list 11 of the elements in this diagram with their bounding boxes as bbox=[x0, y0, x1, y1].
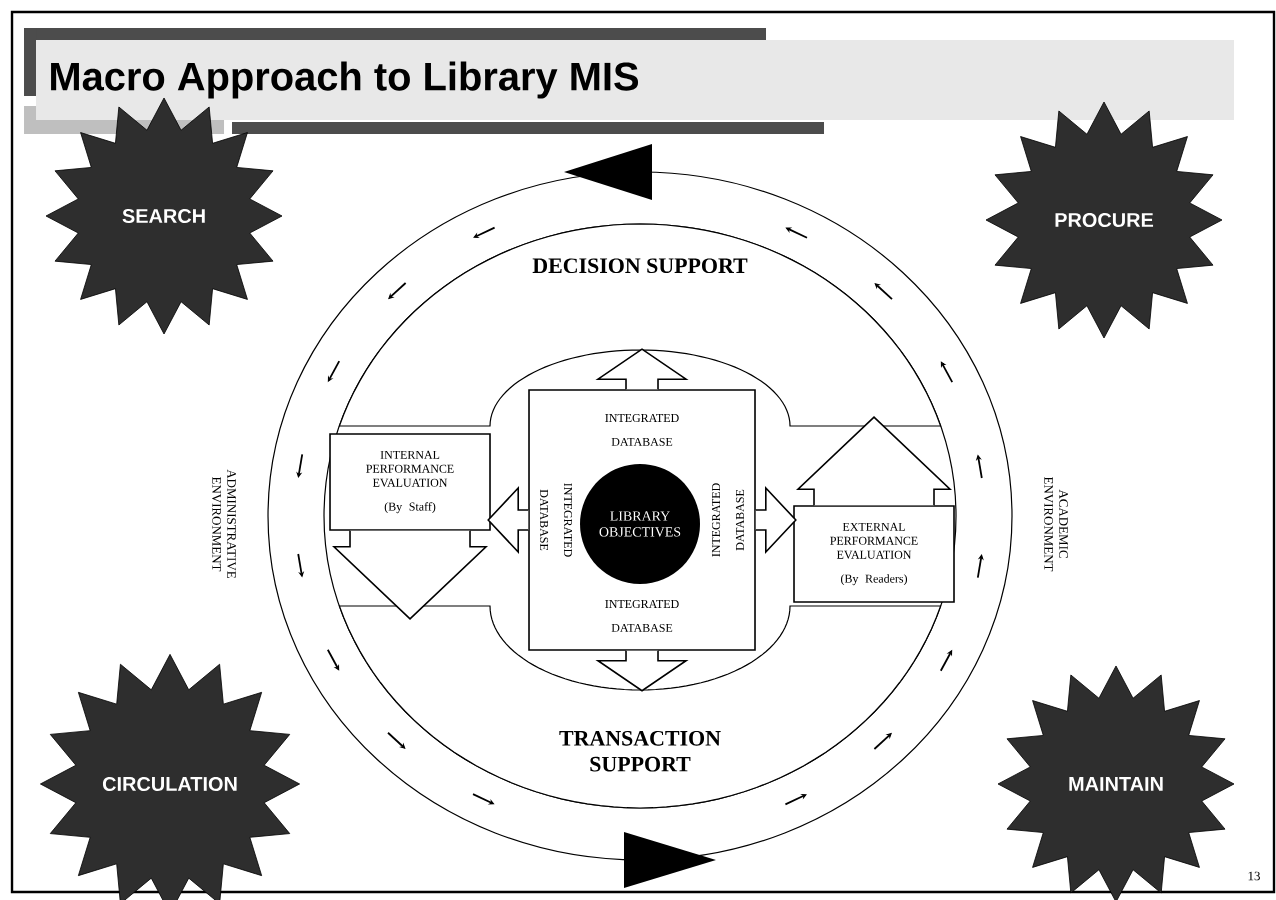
starburst-badge: MAINTAIN bbox=[997, 665, 1235, 900]
starburst-badge: PROCURE bbox=[985, 101, 1223, 339]
block-arrow bbox=[595, 650, 689, 692]
starburst-badge: CIRCULATION bbox=[40, 653, 300, 900]
block-arrow bbox=[332, 530, 488, 620]
block-arrow bbox=[595, 348, 689, 390]
block-arrow bbox=[487, 485, 529, 554]
title-banner: Macro Approach to Library MIS bbox=[24, 28, 1234, 134]
block-arrow bbox=[796, 416, 952, 506]
block-arrow bbox=[755, 485, 797, 554]
starburst-badge: SEARCH bbox=[45, 97, 283, 335]
